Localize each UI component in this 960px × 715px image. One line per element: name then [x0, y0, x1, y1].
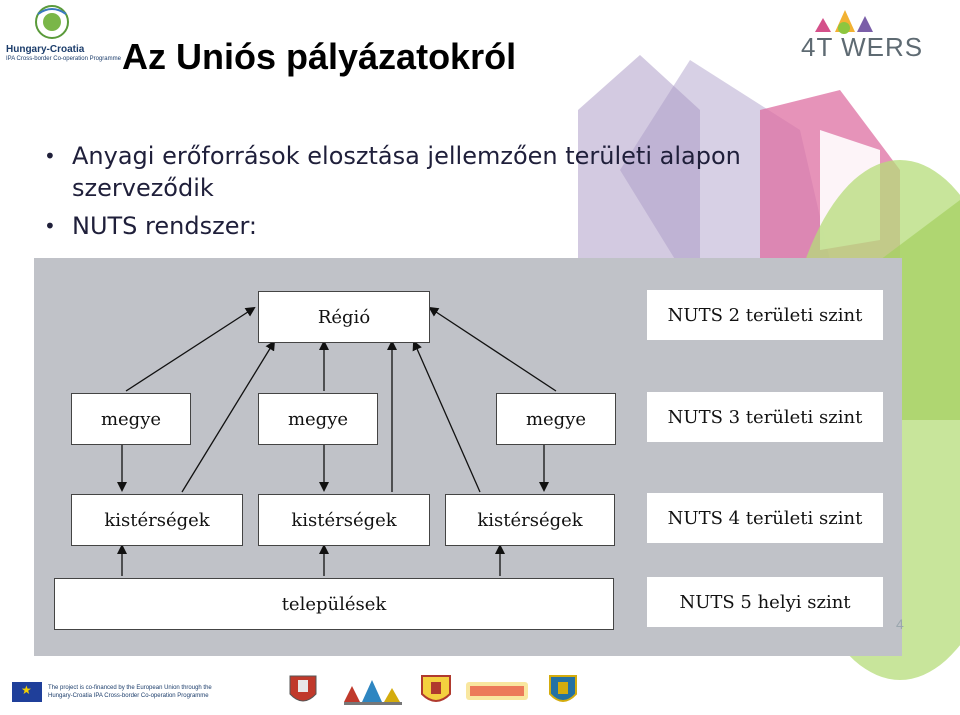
nuts-level-label: NUTS 2 területi szint [647, 290, 883, 340]
bullet-list: • Anyagi erőforrások elosztása jellemzőe… [44, 140, 741, 248]
town-skyline-logo-icon [344, 680, 402, 705]
bullet-dot-icon: • [44, 144, 56, 168]
towers-logo-houses-icon [815, 10, 873, 34]
nuts-diagram: Régió megye megye megye kistérségek kist… [34, 258, 902, 656]
subregion-box: kistérségek [445, 494, 615, 546]
bullet-text: NUTS rendszer: [72, 212, 257, 240]
city-crest-2-icon [421, 675, 451, 702]
arrow [181, 340, 276, 493]
page-number: 4 [896, 616, 904, 632]
slide-title: Az Uniós pályázatokról [122, 36, 517, 77]
programme-logo: Hungary-Croatia IPA Cross-border Co-oper… [4, 4, 121, 66]
county-box: megye [496, 393, 616, 445]
subregion-box: kistérségek [258, 494, 430, 546]
bullet-text: Anyagi erőforrások elosztása jellemzően … [72, 142, 741, 170]
bullet-dot-icon: • [44, 214, 56, 238]
subregion-box: kistérségek [71, 494, 243, 546]
bullet-text-continuation: szerveződik [72, 174, 214, 202]
arrow [428, 306, 557, 392]
settlements-box: települések [54, 578, 614, 630]
programme-logo-emblem-icon [35, 5, 69, 39]
towers-logo: 4T WERS [795, 4, 945, 64]
koprivnica-logo-icon [466, 682, 528, 700]
county-box: megye [258, 393, 378, 445]
county-box: megye [71, 393, 191, 445]
eu-funding-text: The project is co-financed by the Europe… [48, 685, 212, 699]
eu-flag-icon: ★ [12, 682, 42, 702]
bullet-item: • NUTS rendszer: [44, 210, 741, 242]
nuts-level-label: NUTS 3 területi szint [647, 392, 883, 442]
arrow [412, 340, 481, 493]
towers-logo-text: 4T WERS [801, 32, 924, 62]
footer-logos: ★ The project is co-financed by the Euro… [0, 670, 960, 715]
region-box: Régió [258, 291, 430, 343]
diagram-arrows [117, 306, 557, 576]
city-crest-1-icon [289, 675, 317, 702]
programme-logo-subtitle: IPA Cross-border Co-operation Programme [6, 56, 121, 62]
nuts-level-label: NUTS 4 területi szint [647, 493, 883, 543]
programme-logo-title: Hungary-Croatia [6, 44, 85, 55]
nuts-level-label: NUTS 5 helyi szint [647, 577, 883, 627]
city-crest-3-icon [549, 675, 577, 702]
arrow [125, 306, 256, 392]
bullet-item: • Anyagi erőforrások elosztása jellemzőe… [44, 140, 741, 204]
